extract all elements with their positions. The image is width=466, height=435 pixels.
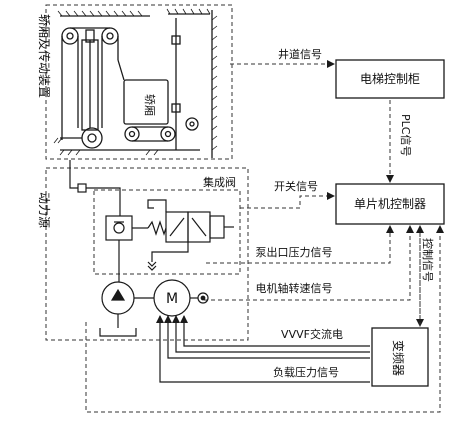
vvvf-box — [371, 327, 429, 387]
signal-lines — [85, 60, 444, 413]
switch-signal-label: 开关信号 — [274, 179, 318, 193]
vvvf-power-label: VVVF交流电 — [281, 327, 343, 341]
power-source-region — [45, 167, 249, 341]
shaft-signal-label: 井道信号 — [278, 47, 322, 61]
motor-speed-label: 电机轴转速信号 — [256, 281, 333, 295]
vvvf-label: 变频器 — [391, 340, 406, 376]
control-signal-label: 控制信号 — [421, 238, 435, 282]
power-source-label: 动力源 — [37, 192, 51, 228]
elevator-controller-box — [335, 59, 445, 99]
pump-pressure-label: 泵出口压力信号 — [256, 245, 333, 259]
elevator-transmission-drawing — [53, 8, 218, 158]
load-pressure-label: 负载压力信号 — [273, 365, 339, 379]
vvvf-power-lines — [156, 315, 370, 383]
integrated-valve-region — [93, 189, 241, 275]
mcu-controller-label: 单片机控制器 — [354, 197, 426, 211]
motor-letter: M — [166, 291, 178, 307]
hydraulic-circuit-drawing — [69, 160, 234, 337]
mcu-controller-box — [335, 183, 445, 225]
elevator-mechanism-region — [45, 4, 233, 160]
elevator-mechanism-label: 轿厢及传动装置 — [37, 14, 52, 98]
integrated-valve-label: 集成阀 — [203, 175, 236, 189]
car-label: 轿厢 — [143, 94, 157, 116]
plc-signal-label: PLC信号 — [399, 114, 412, 156]
elevator-controller-label: 电梯控制柜 — [360, 72, 420, 86]
